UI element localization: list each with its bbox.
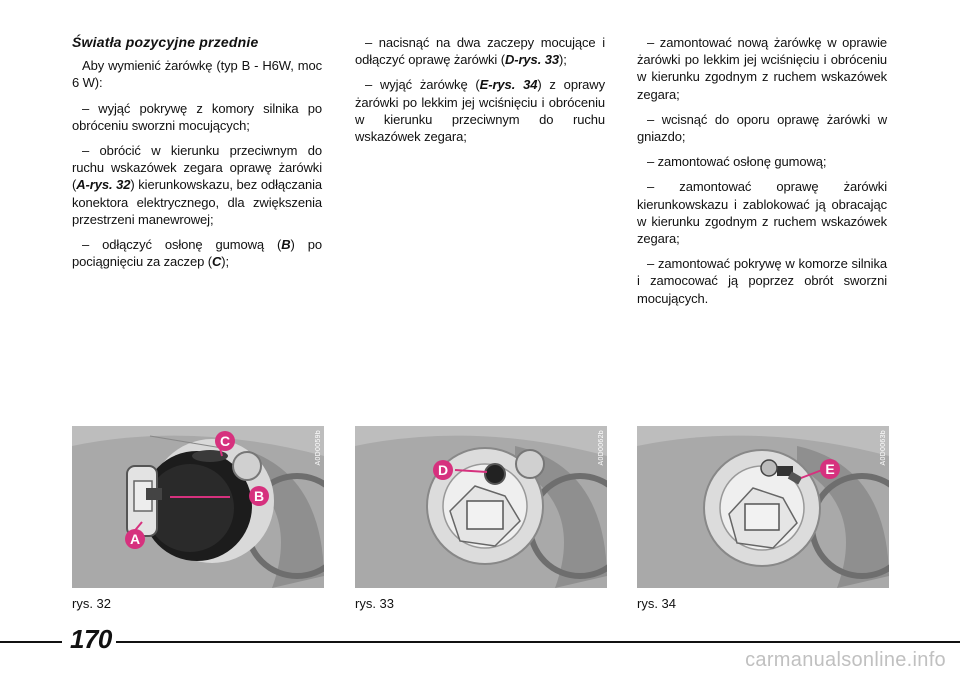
text-run: – odłączyć osłonę gumową ( (82, 237, 282, 253)
text-run: – obrócić w kierunku przeciwnym do ruchu… (72, 143, 322, 193)
figure-reference: A-rys. 32 (76, 177, 131, 193)
label-b: B (249, 486, 269, 506)
section-heading: Światła pozycyjne przednie (72, 34, 259, 50)
paragraph: – zamontować osłonę gumową; (647, 154, 827, 170)
page-number: 170 (70, 624, 112, 654)
text-run: ) kierunkowskazu, bez odłączania konekto… (72, 177, 322, 227)
label-a: A (125, 529, 145, 549)
paragraph: – zamontować nową żarówkę w oprawie żaró… (637, 35, 887, 102)
figure-caption: rys. 32 (72, 596, 112, 611)
headlight-illustration (637, 426, 889, 588)
paragraph: – wcisnąć do oporu oprawę żarówki w gnia… (637, 111, 887, 145)
paragraph: – zamontować oprawę żarówki kierunkowska… (637, 179, 887, 247)
text-run: – nacisnąć na dwa zaczepy mocujące i odł… (355, 35, 605, 68)
figure-reference: E-rys. 34 (479, 77, 538, 93)
text-run: – wyjąć żarówkę ( (365, 77, 480, 93)
figure-32-headlight-photo: C B A A0D0059b (72, 426, 324, 588)
paragraph: – odłączyć osłonę gumową (B) po pociągni… (72, 236, 322, 270)
paragraph: – wyjąć żarówkę (E-rys. 34) z oprawy żar… (355, 76, 605, 145)
text-run: ) po pociągnięciu za zaczep ( (72, 237, 322, 270)
figure-33-headlight-photo: D A0D0062b (355, 426, 607, 588)
label-d: D (433, 460, 453, 480)
figure-reference: D-rys. 33 (504, 52, 559, 68)
label-c: C (215, 431, 235, 451)
figure-code: A0D0062b (598, 430, 605, 466)
text-column-3: – zamontować nową żarówkę w oprawie żaró… (637, 34, 887, 315)
figure-caption: rys. 34 (637, 596, 677, 611)
headlight-illustration (355, 426, 607, 588)
footer-rule (0, 641, 62, 643)
paragraph: – obrócić w kierunku przeciwnym do ruchu… (72, 142, 322, 228)
paragraph: Aby wymienić żarówkę (typ B - H6W, moc 6… (72, 58, 322, 91)
watermark: carmanualsonline.info (745, 649, 946, 671)
paragraph: – nacisnąć na dwa zaczepy mocujące i odł… (355, 34, 605, 68)
figure-code: A0D0063b (880, 430, 887, 466)
text-column-2: – nacisnąć na dwa zaczepy mocujące i odł… (355, 34, 605, 153)
footer-rule (116, 641, 960, 643)
label-e: E (820, 459, 840, 479)
figure-reference: C (211, 254, 222, 270)
paragraph: – wyjąć pokrywę z komory silnika po obró… (72, 100, 322, 133)
text-run: ); (558, 52, 567, 68)
figure-caption: rys. 33 (355, 596, 395, 611)
figure-34-headlight-photo: E A0D0063b (637, 426, 889, 588)
text-run: ) z oprawy żarówki po lekkim jej wciśnię… (355, 77, 605, 145)
figure-code: A0D0059b (315, 430, 322, 466)
figure-reference: B (281, 237, 291, 253)
paragraph: – zamontować pokrywę w komorze silnika i… (637, 256, 887, 306)
text-column-1: Światła pozycyjne przednie Aby wymienić … (72, 34, 322, 278)
headlight-illustration (72, 426, 324, 588)
text-run: ); (221, 254, 230, 270)
